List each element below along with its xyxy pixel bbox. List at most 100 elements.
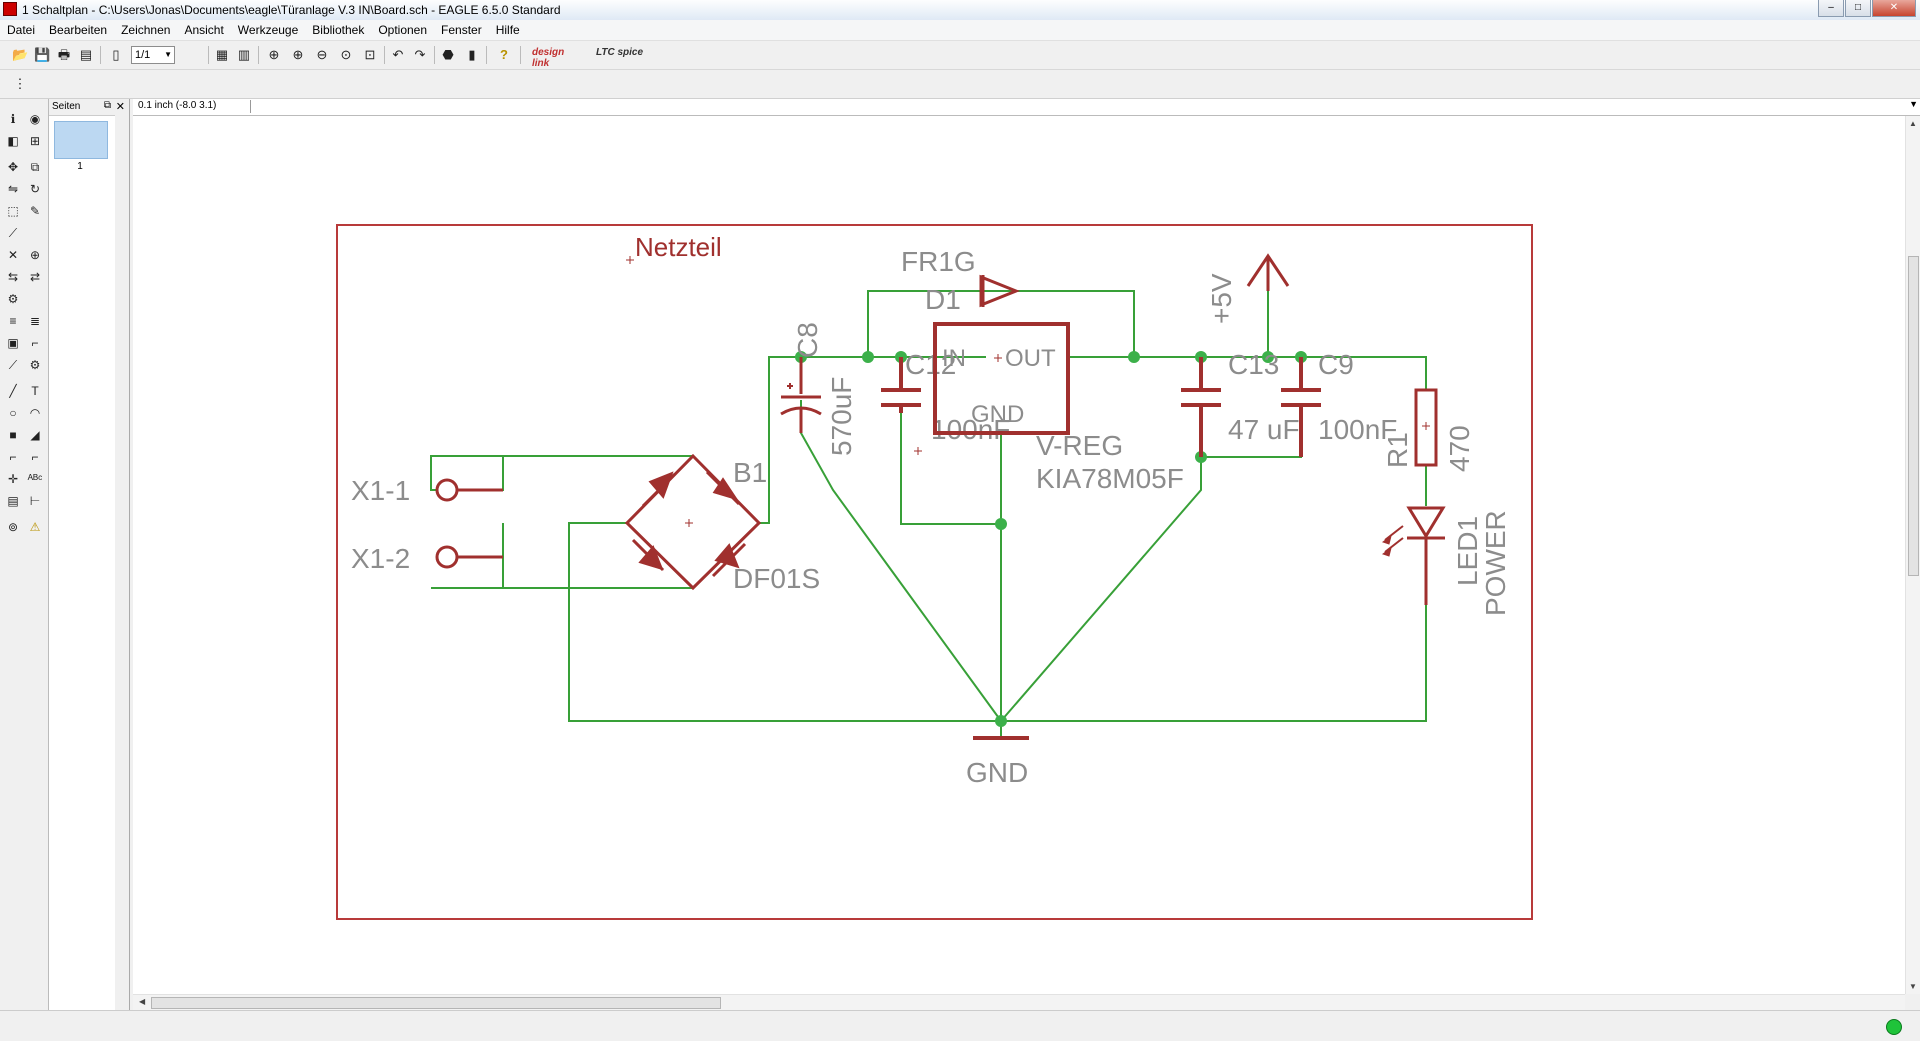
- text-icon[interactable]: T: [31, 384, 39, 398]
- frame-title: Netzteil: [635, 232, 722, 262]
- undock-icon[interactable]: ⧉: [103, 100, 111, 111]
- scroll-up-icon[interactable]: ▲: [1909, 119, 1917, 128]
- paste-icon[interactable]: ⟋: [8, 226, 18, 240]
- name-icon[interactable]: ≡: [9, 314, 17, 328]
- label-x1-1: X1-1: [351, 475, 410, 506]
- designlink-button[interactable]: design link: [532, 47, 565, 69]
- gateswap-icon[interactable]: ⚙: [7, 292, 19, 306]
- horizontal-scroll-thumb[interactable]: [151, 997, 721, 1009]
- net-return-rail: [568, 522, 1427, 722]
- group-icon[interactable]: ⬚: [7, 204, 19, 218]
- menu-datei[interactable]: Datei: [7, 23, 36, 37]
- miter-icon[interactable]: ⌐: [31, 336, 39, 350]
- erc-icon[interactable]: ⊚: [7, 520, 19, 534]
- go-icon[interactable]: ▮: [468, 47, 476, 62]
- junction-icon[interactable]: ✛: [7, 472, 19, 486]
- pages-panel-title: Seiten: [52, 101, 81, 112]
- label-c13: C13: [1228, 349, 1279, 380]
- label-b1: B1: [733, 457, 767, 488]
- bridge-rectifier-b1: [624, 453, 762, 591]
- cam-processor-icon[interactable]: ▤: [79, 47, 93, 62]
- menu-optionen[interactable]: Optionen: [378, 23, 428, 37]
- menu-bibliothek[interactable]: Bibliothek: [312, 23, 365, 37]
- menu-fenster[interactable]: Fenster: [441, 23, 482, 37]
- command-input[interactable]: [250, 100, 1895, 113]
- zoom-select-icon[interactable]: ⊡: [364, 47, 376, 62]
- arc-icon[interactable]: ◠: [29, 406, 41, 420]
- replace-icon[interactable]: ⇄: [29, 270, 41, 284]
- grid-icon[interactable]: ⋮: [13, 76, 27, 91]
- change-icon[interactable]: ✎: [29, 204, 41, 218]
- zoom-out-icon[interactable]: ⊖: [316, 47, 328, 62]
- split-icon[interactable]: ⟋: [8, 358, 18, 372]
- undo-icon[interactable]: ↶: [392, 47, 404, 62]
- redo-icon[interactable]: ↷: [414, 47, 426, 62]
- help-icon[interactable]: ?: [500, 47, 508, 62]
- errors-icon[interactable]: ⚠: [29, 520, 41, 534]
- sheet-select[interactable]: 1/1▼: [131, 46, 175, 64]
- move-icon[interactable]: ✥: [7, 160, 19, 174]
- sheet-icon[interactable]: ▯: [112, 47, 120, 62]
- polygon-icon[interactable]: ◢: [30, 428, 40, 442]
- display-icon[interactable]: ◧: [7, 134, 19, 148]
- zoom-fit-icon[interactable]: ⊕: [268, 47, 280, 62]
- junction: [995, 715, 1007, 727]
- label-icon[interactable]: ᴬᴮᶜ: [27, 472, 43, 486]
- pinswap-icon[interactable]: ⇆: [7, 270, 19, 284]
- close-button[interactable]: ✕: [1872, 0, 1916, 17]
- scroll-down-icon[interactable]: ▼: [1909, 982, 1917, 991]
- mark-icon[interactable]: ⊞: [29, 134, 41, 148]
- net-c12-gnd: [900, 413, 1001, 525]
- menu-zeichnen[interactable]: Zeichnen: [121, 23, 171, 37]
- page-thumbnail[interactable]: [54, 121, 108, 159]
- show-icon[interactable]: ◉: [29, 112, 41, 126]
- rotate-icon[interactable]: ↻: [29, 182, 41, 196]
- vertical-scroll-thumb[interactable]: [1908, 256, 1919, 576]
- label-c9: C9: [1318, 349, 1354, 380]
- delete-icon[interactable]: ✕: [7, 248, 19, 262]
- stop-icon[interactable]: ⬣: [442, 47, 454, 62]
- copy-icon[interactable]: ⧉: [30, 160, 40, 174]
- invoke-icon[interactable]: ⚙: [29, 358, 41, 372]
- horizontal-scrollbar[interactable]: ◀: [133, 994, 1905, 1011]
- label-vreg-part: KIA78M05F: [1036, 463, 1184, 494]
- pages-scrollbar[interactable]: [115, 115, 129, 1010]
- b1-origin: [685, 519, 693, 527]
- capacitor-c12: [881, 357, 921, 413]
- menu-ansicht[interactable]: Ansicht: [184, 23, 224, 37]
- menu-hilfe[interactable]: Hilfe: [495, 23, 520, 37]
- zoom-in-icon[interactable]: ⊕: [292, 47, 304, 62]
- redraw-icon[interactable]: ⊙: [340, 47, 352, 62]
- circle-icon[interactable]: ○: [9, 406, 17, 420]
- scroll-left-icon[interactable]: ◀: [139, 997, 146, 1006]
- save-icon[interactable]: 💾: [34, 47, 51, 62]
- add-icon[interactable]: ⊕: [29, 248, 41, 262]
- open-icon[interactable]: 📂: [12, 47, 29, 62]
- ltspice-button[interactable]: LTC spice: [596, 47, 644, 58]
- vertical-scrollbar[interactable]: ▲ ▼: [1905, 116, 1920, 994]
- close-panel-icon[interactable]: ✕: [115, 101, 125, 113]
- rect-icon[interactable]: ■: [9, 428, 17, 442]
- junction: [862, 351, 874, 363]
- minimize-button[interactable]: –: [1818, 0, 1844, 17]
- maximize-button[interactable]: □: [1845, 0, 1871, 17]
- label-c9-value: 100nF: [1318, 414, 1397, 445]
- use-icon[interactable]: ▦: [215, 47, 229, 62]
- attribute-icon[interactable]: ▤: [7, 494, 19, 508]
- menu-bearbeiten[interactable]: Bearbeiten: [49, 23, 108, 37]
- script-icon[interactable]: ▥: [237, 47, 251, 62]
- menu-werkzeuge[interactable]: Werkzeuge: [237, 23, 299, 37]
- schematic-canvas[interactable]: Netzteil: [133, 116, 1905, 994]
- smash-icon[interactable]: ▣: [7, 336, 19, 350]
- label-c8: C8: [792, 322, 823, 358]
- net-icon[interactable]: ⌐: [31, 450, 39, 464]
- info-icon[interactable]: ℹ: [10, 112, 16, 126]
- print-icon[interactable]: 🖶: [57, 47, 71, 62]
- bus-icon[interactable]: ⌐: [9, 450, 17, 464]
- label-gnd: GND: [966, 757, 1028, 788]
- dimension-icon[interactable]: ⊢: [29, 494, 41, 508]
- wire-icon[interactable]: ╱: [9, 384, 17, 398]
- mirror-icon[interactable]: ⇋: [7, 182, 19, 196]
- value-icon[interactable]: ≣: [29, 314, 41, 328]
- command-history-dropdown-icon[interactable]: ▼: [1909, 99, 1918, 109]
